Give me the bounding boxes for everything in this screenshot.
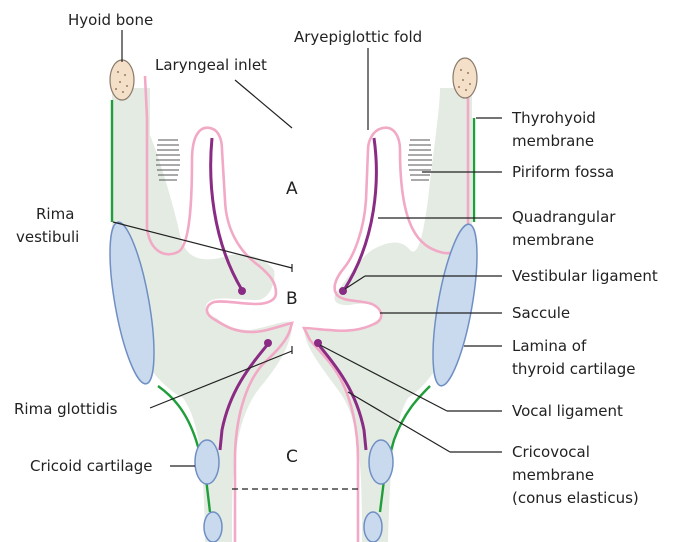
- label-aryepiglottic-fold: Aryepiglottic fold: [294, 28, 422, 46]
- label-thyrohyoid-2: membrane: [512, 132, 594, 150]
- right-piriform-hatching: [408, 140, 432, 180]
- label-rima-vestibuli-2: vestibuli: [16, 228, 79, 246]
- label-rima-vestibuli-1: Rima: [36, 205, 74, 223]
- label-cricovocal-1: Cricovocal: [512, 443, 590, 461]
- left-cricoid-cartilage: [195, 440, 219, 484]
- label-rima-glottidis: Rima glottidis: [14, 400, 118, 418]
- label-saccule: Saccule: [512, 304, 570, 322]
- label-quadrangular-1: Quadrangular: [512, 208, 616, 226]
- right-tracheal-ring: [364, 512, 382, 542]
- left-vocal-ligament: [264, 339, 272, 347]
- label-cricovocal-2: membrane: [512, 466, 594, 484]
- label-quadrangular-2: membrane: [512, 231, 594, 249]
- label-region-a: A: [286, 179, 298, 199]
- left-tracheal-ring: [204, 512, 222, 542]
- label-region-b: B: [286, 289, 298, 309]
- label-cricoid-cartilage: Cricoid cartilage: [30, 457, 152, 475]
- left-vestibular-ligament: [238, 287, 246, 295]
- label-thyrohyoid-1: Thyrohyoid: [511, 109, 596, 127]
- label-vestibular-ligament: Vestibular ligament: [512, 267, 658, 285]
- leader-laryngeal-inlet: [235, 80, 292, 128]
- right-hyoid-bone: [453, 58, 477, 98]
- label-vocal-ligament: Vocal ligament: [512, 402, 623, 420]
- left-hyoid-bone: [110, 60, 134, 100]
- label-region-c: C: [286, 447, 298, 467]
- label-lamina-2: thyroid cartilage: [512, 360, 636, 378]
- label-hyoid-bone: Hyoid bone: [68, 11, 153, 29]
- label-laryngeal-inlet: Laryngeal inlet: [155, 56, 267, 74]
- right-cricoid-cartilage: [369, 440, 393, 484]
- label-piriform-fossa: Piriform fossa: [512, 163, 614, 181]
- label-lamina-1: Lamina of: [512, 337, 587, 355]
- label-cricovocal-3: (conus elasticus): [512, 489, 639, 507]
